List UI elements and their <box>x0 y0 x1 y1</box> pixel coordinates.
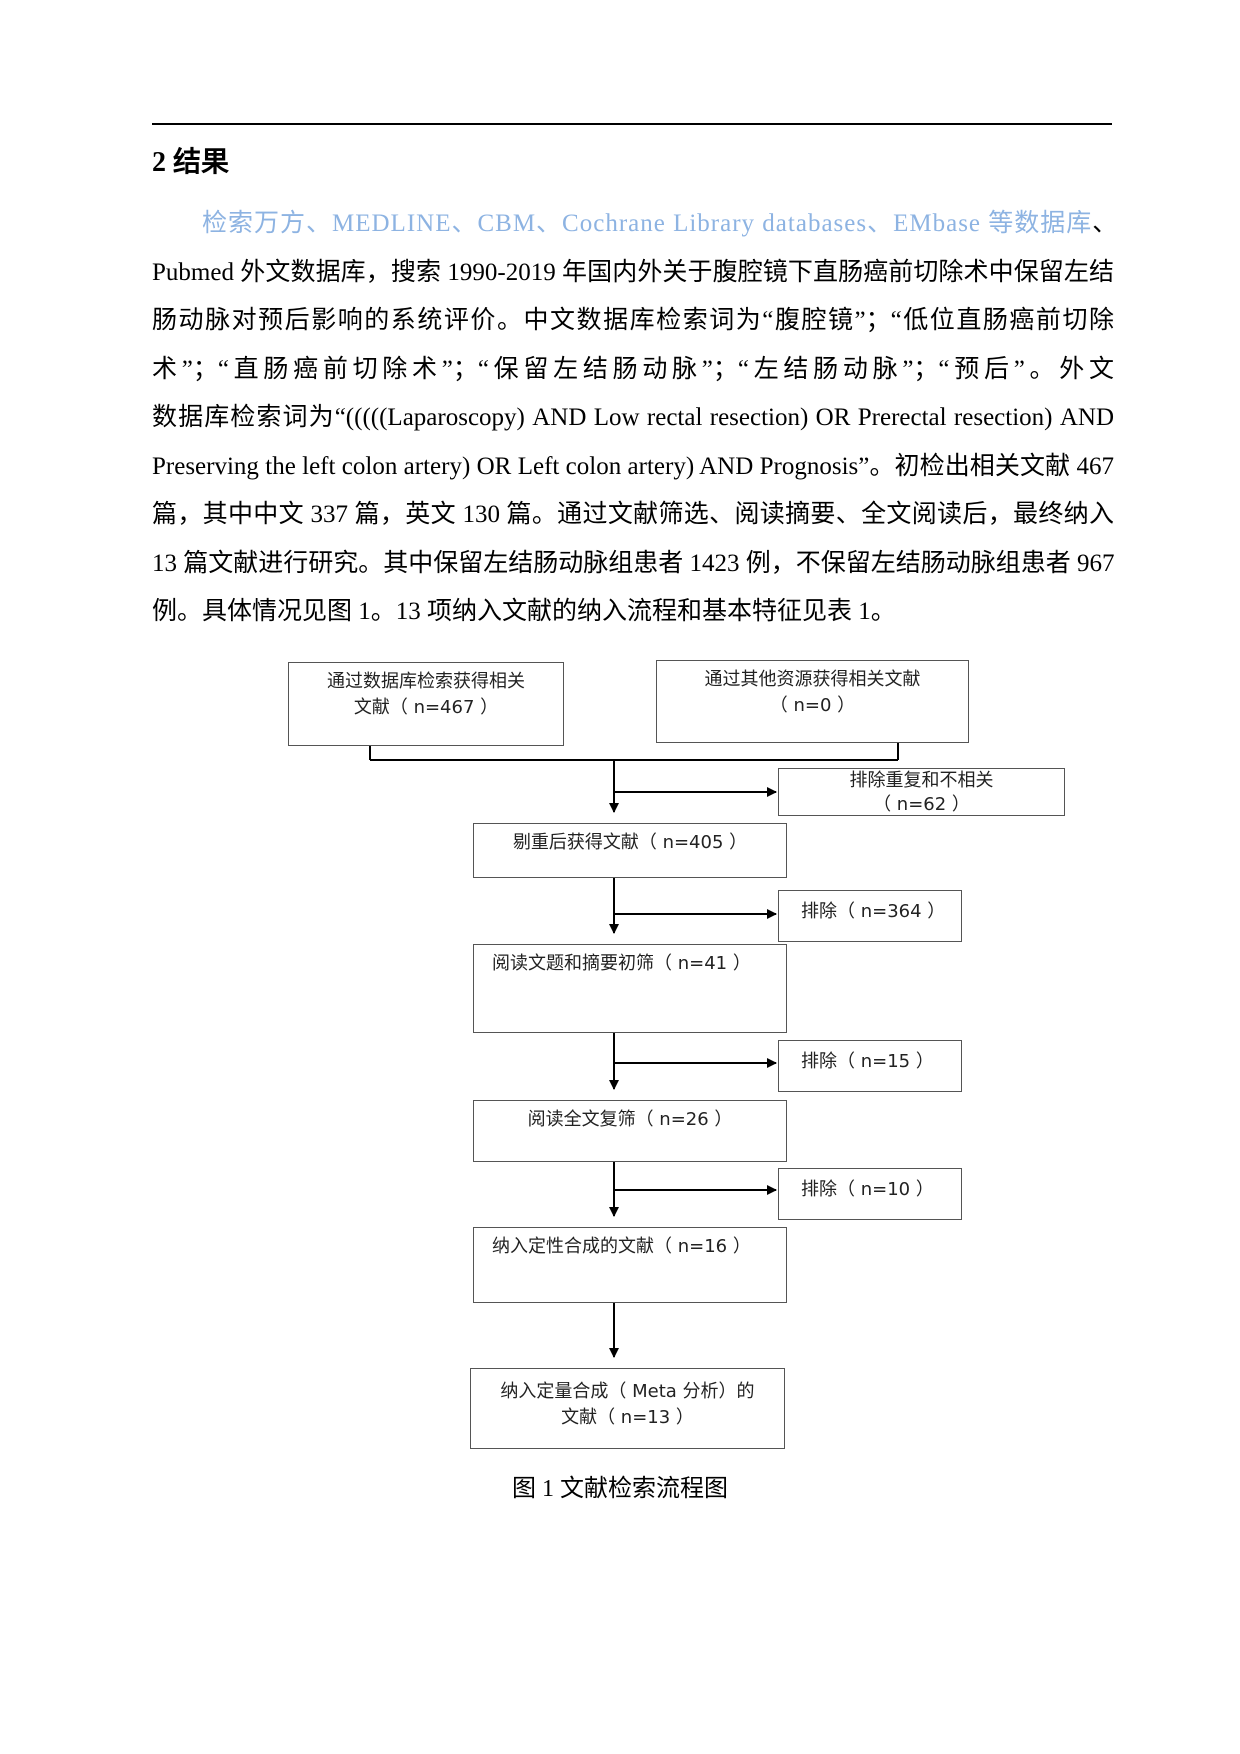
paragraph-line: 肠动脉对预后影响的系统评价。中文数据库检索词为“腹腔镜”；“低位直肠癌前切除 <box>152 307 1114 334</box>
section-heading: 2 结果 <box>152 147 230 178</box>
source-database-box: 通过数据库检索获得相关 文献（ n=467 ） <box>288 662 564 746</box>
paragraph-line: 检索万方、MEDLINE、CBM、Cochrane Library databa… <box>202 210 1118 237</box>
title-abstract-screen-box: 阅读文题和摘要初筛（ n=41 ） <box>473 944 787 1033</box>
exclude-364-box: 排除（ n=364 ） <box>778 890 962 942</box>
qualitative-synthesis-box: 纳入定性合成的文献（ n=16 ） <box>473 1227 787 1303</box>
exclude-duplicates-box: 排除重复和不相关 （ n=62 ） <box>778 768 1065 816</box>
source-other-box: 通过其他资源获得相关文献 （ n=0 ） <box>656 660 969 743</box>
paragraph-line: Preserving the left colon artery) OR Lef… <box>152 452 1114 480</box>
quantitative-synthesis-box: 纳入定量合成（ Meta 分析）的 文献（ n=13 ） <box>470 1368 785 1449</box>
paragraph-line: 数据库检索词为“(((((Laparoscopy) AND Low rectal… <box>152 404 1114 431</box>
paragraph-line: 术”；“直肠癌前切除术”；“保留左结肠动脉”；“左结肠动脉”；“预后”。外文 <box>152 355 1114 383</box>
header-rule <box>152 123 1112 125</box>
database-list-text: 检索万方、MEDLINE、CBM、Cochrane Library databa… <box>202 210 1093 237</box>
paragraph-line: 篇，其中中文 337 篇，英文 130 篇。通过文献筛选、阅读摘要、全文阅读后，… <box>152 501 1114 528</box>
paragraph-line: 13 篇文献进行研究。其中保留左结肠动脉组患者 1423 例，不保留左结肠动脉组… <box>152 549 1115 577</box>
results-paragraph: 检索万方、MEDLINE、CBM、Cochrane Library databa… <box>152 200 1118 637</box>
paragraph-line: Pubmed 外文数据库，搜索 1990-2019 年国内外关于腹腔镜下直肠癌前… <box>152 258 1114 286</box>
fulltext-screen-box: 阅读全文复筛（ n=26 ） <box>473 1100 787 1162</box>
after-dedup-box: 剔重后获得文献（ n=405 ） <box>473 823 787 878</box>
figure-caption: 图 1 文献检索流程图 <box>512 1476 728 1502</box>
exclude-10-box: 排除（ n=10 ） <box>778 1168 962 1220</box>
exclude-15-box: 排除（ n=15 ） <box>778 1040 962 1092</box>
paragraph-line: 例。具体情况见图 1。13 项纳入文献的纳入流程和基本特征见表 1。 <box>152 598 896 625</box>
